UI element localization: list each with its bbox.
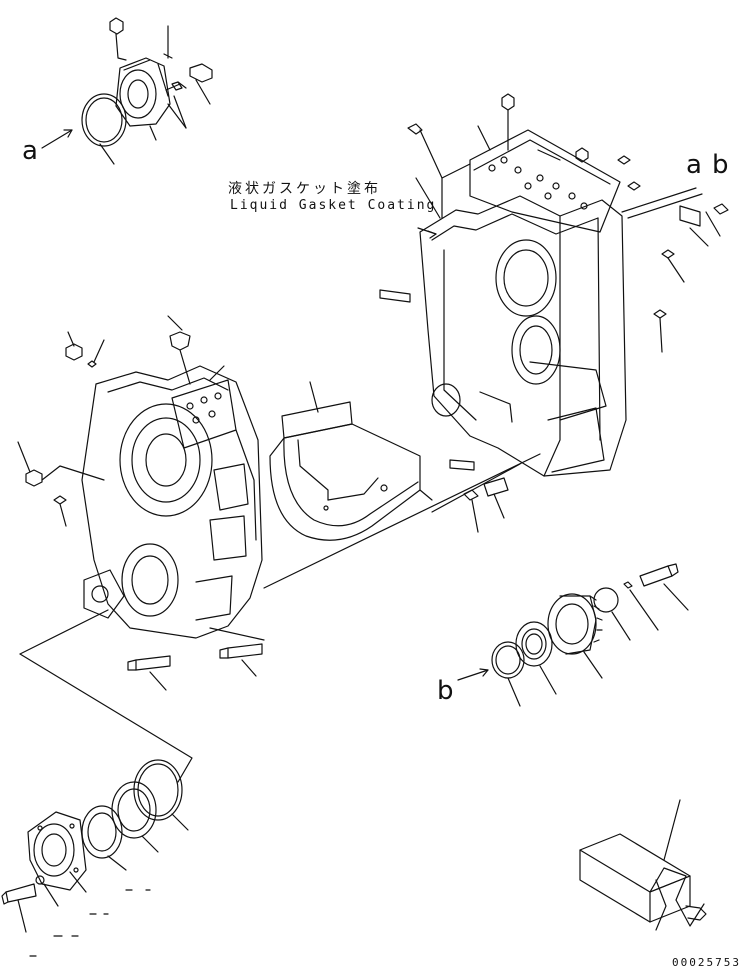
rear-bore-side (431, 383, 461, 417)
plug-r7 (653, 309, 667, 319)
dowel-pin-lower (449, 459, 475, 471)
dowel-pin (379, 289, 411, 303)
plug-f4 (53, 495, 67, 505)
bolt-right-lower (639, 565, 673, 587)
rear-bore-upper (495, 239, 557, 317)
bolt-head (189, 63, 213, 83)
plug-f2 (65, 343, 83, 361)
dowel-ab (621, 187, 703, 219)
plug-f1 (169, 331, 191, 351)
bolt-right (713, 203, 729, 215)
plug-r3 (575, 147, 589, 163)
plug-r4 (617, 155, 631, 165)
bolt-lower-left (5, 883, 37, 903)
callout-a-right: a (686, 150, 702, 180)
washer-small-right (623, 581, 633, 589)
bolt-mid (483, 477, 509, 497)
plate-right (679, 205, 701, 227)
front-bore-main (119, 403, 213, 517)
plug-f3 (25, 469, 43, 487)
bearing-assembly (457, 563, 689, 707)
top-plug (109, 17, 124, 35)
oil-baffle-cover (269, 381, 433, 541)
front-flange-assembly (1, 759, 189, 957)
callout-b-right: b (712, 150, 729, 180)
arrow-a-top (41, 129, 73, 149)
o-ring-top (81, 93, 127, 147)
washer-large (593, 587, 619, 613)
roller-bearing (547, 593, 597, 655)
tool-top (579, 833, 691, 893)
callout-a-top: a (22, 136, 38, 166)
o-ring-lower (133, 759, 183, 821)
front-bore-lower (121, 543, 179, 617)
annotation-en: Liquid Gasket Coating (230, 198, 437, 213)
reference-lines (19, 453, 541, 783)
catalog-number: 00025753 (672, 956, 741, 969)
callout-b-lower: b (437, 676, 454, 706)
washer-small (171, 81, 183, 91)
washer-lower-left (35, 875, 45, 885)
seal-ring (515, 621, 553, 667)
front-flange-housing (27, 811, 87, 891)
rear-case-assembly (379, 93, 729, 533)
bolt-f-right (227, 643, 263, 659)
plug-r5 (627, 181, 641, 191)
washer-mid (463, 489, 479, 501)
snap-ring (491, 641, 525, 679)
plug-r1 (407, 123, 423, 135)
rear-case-body (419, 195, 627, 477)
applicator-tool (579, 799, 707, 931)
bolt-f-left (135, 655, 171, 671)
plug-r6 (661, 249, 675, 259)
seal-ring-lower (111, 781, 157, 839)
arrow-b-lower (457, 669, 489, 681)
front-side-flange (83, 569, 125, 619)
front-case-assembly (17, 315, 265, 691)
plug-r2 (501, 93, 515, 111)
baffle-shell (269, 423, 421, 541)
front-valve-top (171, 379, 237, 449)
top-flange-housing (115, 57, 171, 127)
oil-seal (81, 805, 123, 859)
top-flange-assembly (41, 17, 213, 165)
rear-valve-top (469, 129, 621, 233)
annotation-jp: 液状ガスケット塗布 (228, 181, 381, 197)
rear-bore-lower (511, 315, 561, 385)
